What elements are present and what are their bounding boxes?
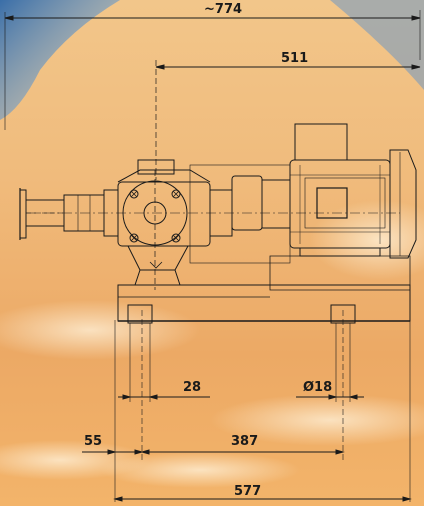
cloud-5 — [100, 452, 300, 488]
label-foot-width: 28 — [183, 380, 202, 395]
cloud-4 — [310, 200, 424, 280]
dim-hole-diameter — [296, 394, 364, 400]
electric-motor — [289, 123, 417, 259]
extension-lines — [114, 310, 411, 502]
label-motor-length: 511 — [281, 51, 309, 66]
dim-foot-width — [118, 394, 210, 400]
label-overall-length: ~774 — [204, 2, 243, 17]
label-edge-offset: 55 — [84, 434, 103, 449]
label-hole-diameter: Ø18 — [303, 380, 333, 395]
base-frame — [117, 255, 411, 324]
dim-base-length — [113, 496, 412, 502]
label-base-length: 577 — [234, 484, 262, 499]
dim-offset-spacing — [82, 449, 345, 455]
pump-body — [117, 159, 233, 290]
cloud-2 — [210, 394, 424, 446]
sky-blue-topright — [330, 0, 424, 90]
dim-overall-length — [4, 10, 421, 130]
label-hole-spacing: 387 — [231, 434, 259, 449]
sky-blue-corner — [0, 0, 120, 120]
